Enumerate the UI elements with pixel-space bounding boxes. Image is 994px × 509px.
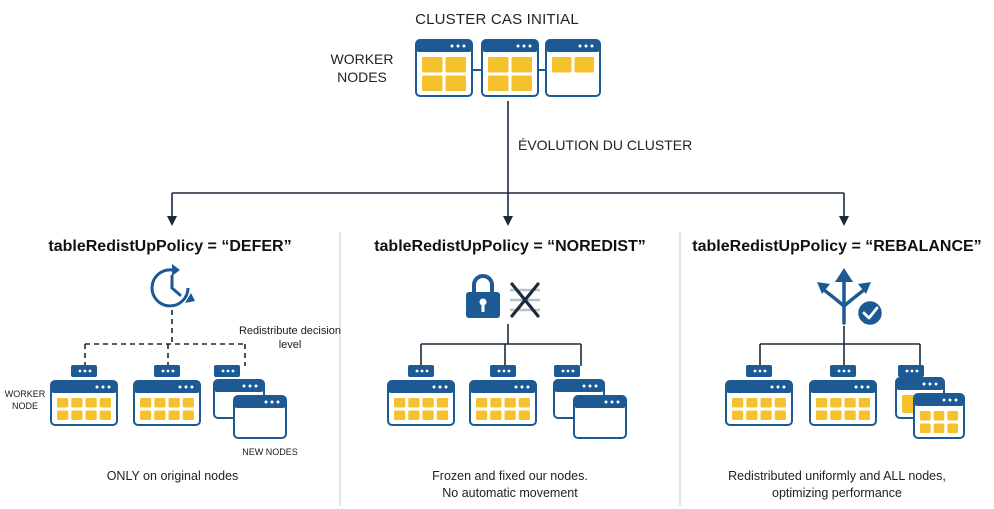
dashed-redistribution-tree bbox=[84, 310, 246, 366]
node-connector bbox=[408, 365, 434, 377]
redistribute-annotation: Redistribute decision level bbox=[238, 325, 342, 351]
server-node bbox=[415, 39, 473, 97]
server-node bbox=[545, 39, 601, 97]
server-node bbox=[809, 380, 877, 426]
server-node bbox=[387, 380, 455, 426]
initial-cluster-nodes bbox=[415, 39, 601, 97]
server-node bbox=[233, 395, 287, 439]
check-badge-icon bbox=[855, 298, 885, 328]
server-node bbox=[913, 393, 965, 439]
server-node bbox=[481, 39, 539, 97]
new-nodes-label: NEW NODES bbox=[242, 447, 298, 457]
node-connector bbox=[490, 365, 516, 377]
node-connector bbox=[554, 365, 580, 377]
worker-node-label: WORKER NODE bbox=[4, 389, 46, 411]
split-arrows-check-icon bbox=[817, 268, 871, 325]
rebalance-tree bbox=[759, 326, 921, 366]
no-move-cross-icon bbox=[510, 282, 540, 318]
node-connector bbox=[830, 365, 856, 377]
noredist-caption: Frozen and fixed our nodes. No automatic… bbox=[340, 468, 680, 502]
lock-icon bbox=[466, 274, 500, 318]
server-node bbox=[133, 380, 201, 426]
policy-noredist-title: tableRedistUpPolicy = “NOREDIST” bbox=[374, 238, 646, 255]
defer-nodes bbox=[50, 365, 287, 439]
noredist-tree bbox=[420, 324, 582, 366]
node-connector bbox=[746, 365, 772, 377]
rebalance-caption-line1: Redistributed uniformly and ALL nodes, bbox=[728, 469, 946, 483]
rebalance-caption: Redistributed uniformly and ALL nodes, o… bbox=[680, 468, 994, 502]
node-connector bbox=[71, 365, 97, 377]
node-connector bbox=[898, 365, 924, 377]
policy-rebalance-title: tableRedistUpPolicy = “REBALANCE” bbox=[692, 238, 982, 255]
evolution-label: ÉVOLUTION DU CLUSTER bbox=[518, 137, 693, 153]
initial-cluster-title: CLUSTER CAS INITIAL bbox=[415, 11, 579, 28]
server-node bbox=[573, 395, 627, 439]
defer-caption: ONLY on original nodes bbox=[106, 469, 239, 483]
server-node bbox=[725, 380, 793, 426]
policy-defer-title: tableRedistUpPolicy = “DEFER” bbox=[48, 238, 292, 255]
noredist-caption-line1: Frozen and fixed our nodes. bbox=[432, 469, 588, 483]
worker-nodes-label-text: WORKER NODES bbox=[330, 51, 394, 85]
noredist-nodes bbox=[387, 365, 627, 439]
rebalance-nodes bbox=[725, 365, 965, 439]
noredist-caption-line2: No automatic movement bbox=[442, 486, 578, 500]
server-node bbox=[469, 380, 537, 426]
node-connector bbox=[154, 365, 180, 377]
evolution-tree bbox=[167, 101, 849, 226]
server-node bbox=[50, 380, 118, 426]
rebalance-caption-line2: optimizing performance bbox=[772, 486, 902, 500]
worker-nodes-label: WORKER NODES bbox=[318, 50, 406, 86]
node-connector bbox=[214, 365, 240, 377]
clock-icon bbox=[150, 264, 195, 308]
